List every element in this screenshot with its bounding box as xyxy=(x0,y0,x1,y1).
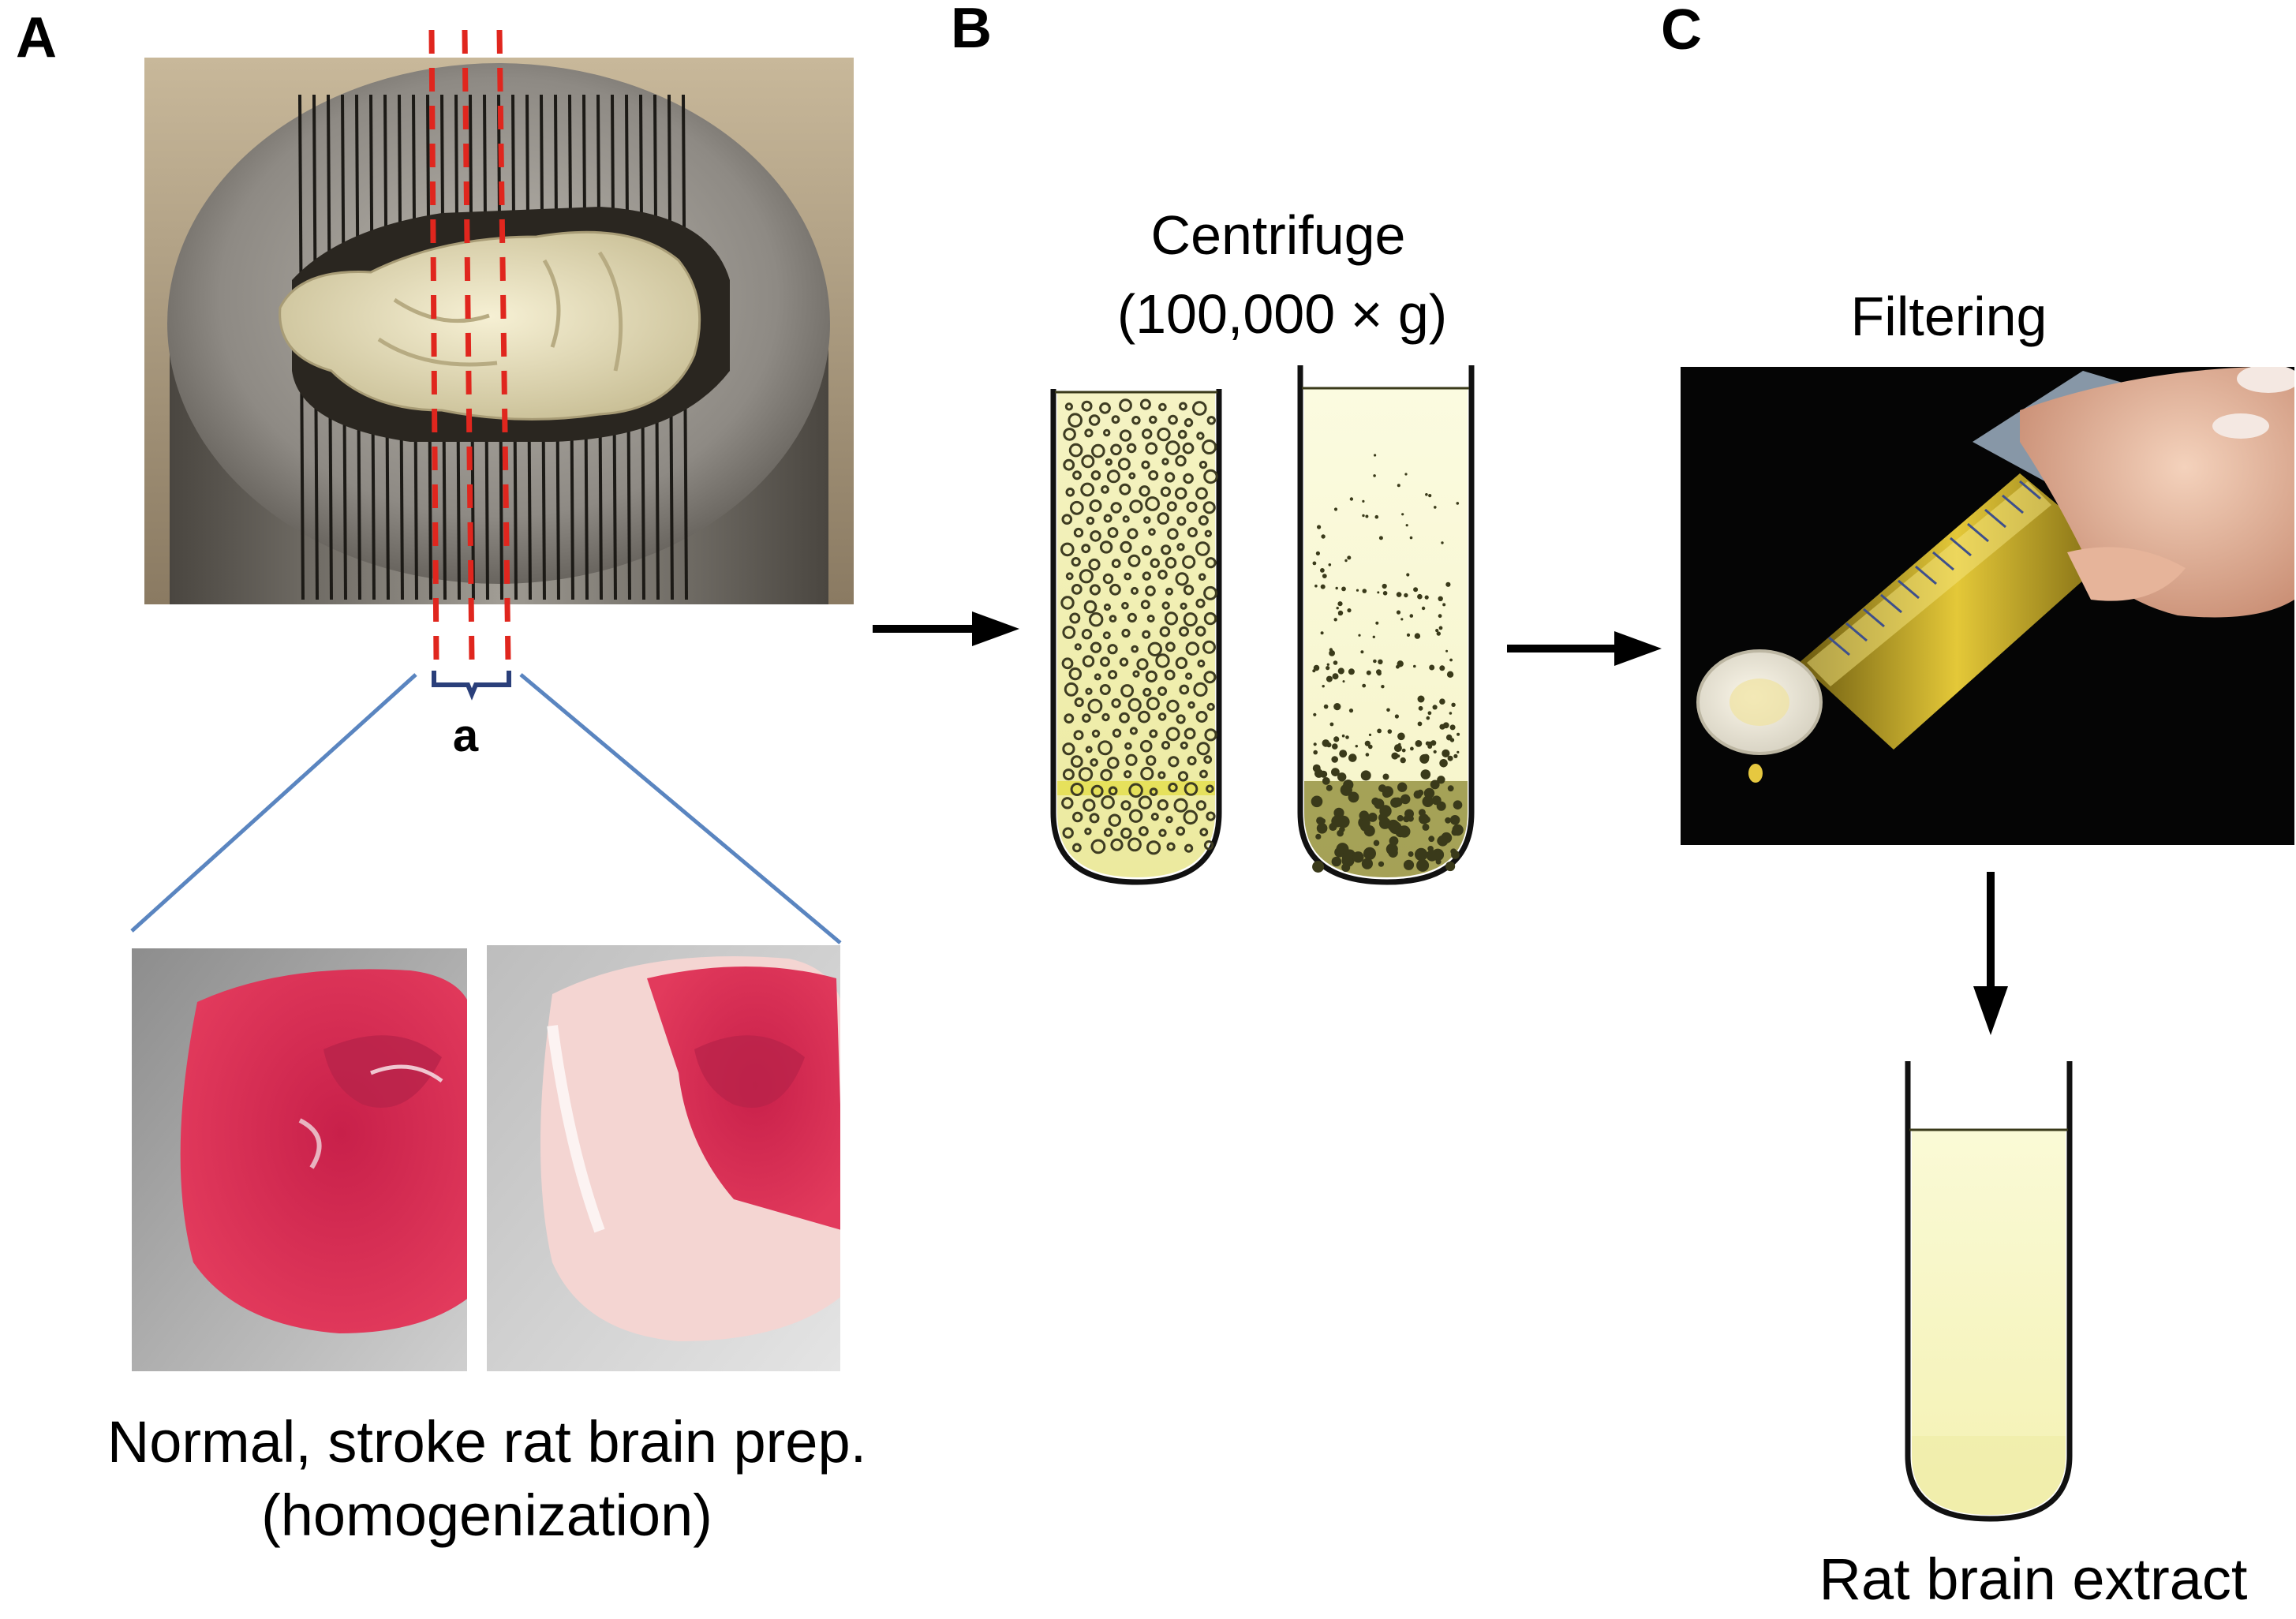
slice-guide-left xyxy=(428,29,439,662)
panel-a-caption-line1: Normal, stroke rat brain prep. xyxy=(107,1409,866,1475)
rat-brain-extract-caption: Rat brain extract xyxy=(1819,1546,2248,1612)
slice-guide-middle xyxy=(462,29,475,662)
panel-b: B Centrifuge (100,000 × g) xyxy=(951,0,1475,885)
centrifuge-title: Centrifuge xyxy=(1151,204,1406,266)
zoom-line-right xyxy=(519,673,842,944)
tube-before-particles xyxy=(1060,398,1218,855)
filtering-title: Filtering xyxy=(1851,286,2047,347)
syringe-filter-photo xyxy=(1681,367,2294,845)
slice-bracket xyxy=(432,671,511,701)
tube-before-centrifuge xyxy=(1050,389,1222,885)
centrifuge-speed: (100,000 × g) xyxy=(1117,283,1447,345)
arrow-a-to-b xyxy=(873,611,1019,646)
zoom-line-left xyxy=(130,673,417,933)
tube-after-centrifuge xyxy=(1297,365,1475,885)
slice-bracket-label: a xyxy=(453,710,479,761)
stroke-brain-slice-photo xyxy=(487,945,840,1371)
slice-guide-lines xyxy=(428,29,511,662)
panel-a-caption-line2: (homogenization) xyxy=(261,1483,712,1548)
arrow-c-to-extract xyxy=(1973,872,2008,1035)
tube-after-particles xyxy=(1311,454,1464,873)
normal-brain-slice-photo xyxy=(132,948,467,1371)
panel-c: C Filtering xyxy=(1661,0,2294,1612)
brain-matrix-photo xyxy=(144,58,854,604)
panel-a: A a xyxy=(16,6,866,1548)
arrow-b-to-c xyxy=(1507,631,1662,666)
syringe-graduations xyxy=(1828,480,2041,656)
panel-c-letter: C xyxy=(1661,0,1702,62)
panel-a-letter: A xyxy=(16,6,57,69)
slice-guide-right xyxy=(496,29,511,662)
panel-b-letter: B xyxy=(951,0,992,60)
rat-brain-extract-tube xyxy=(1905,1061,2073,1522)
